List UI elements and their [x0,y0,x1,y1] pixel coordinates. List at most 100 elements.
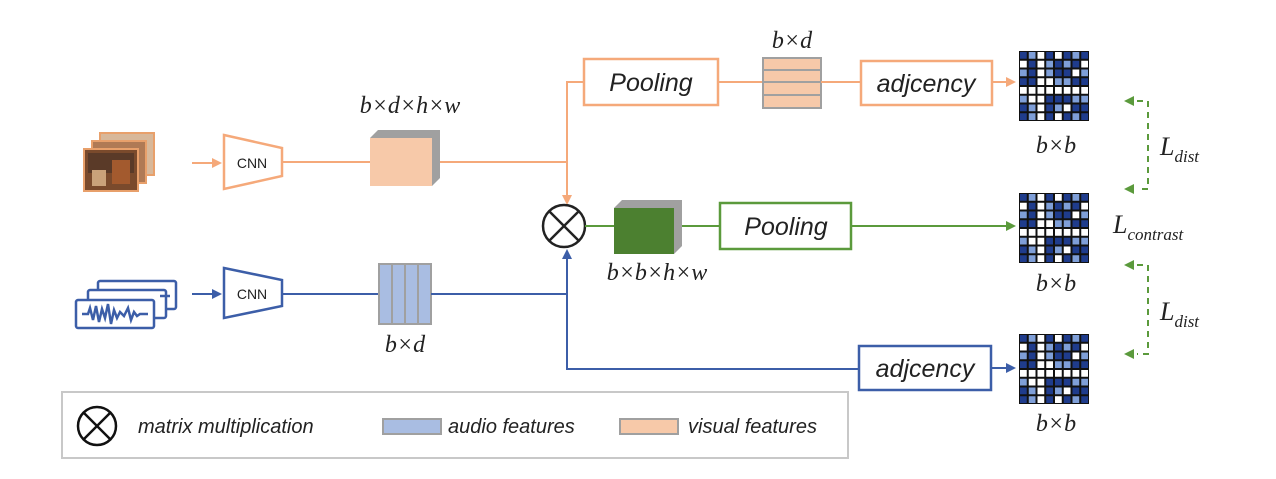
legend-visual-label: visual features [688,416,817,438]
matrix-cell [1055,113,1062,120]
matrix-cell [1020,229,1027,236]
matrix-cell [1055,370,1062,377]
matrix-cell [1028,370,1036,377]
matrix-cell [1063,246,1071,254]
matrix-cell [1063,95,1071,103]
matrix-cell [1063,378,1071,386]
matrix-cell [1081,52,1088,59]
matrix-cell [1028,352,1036,360]
visual-cnn-label: CNN [237,155,267,171]
matrix-cell [1072,343,1080,351]
matrix-cell [1063,335,1071,342]
visual-cnn-block [222,133,284,191]
matrix-cell [1020,370,1027,377]
matrix-cell [1072,220,1080,227]
matrix-cell [1037,361,1045,368]
matrix-cell [1028,95,1036,103]
matrix-cell [1081,104,1088,112]
fused-pooling-box [718,201,853,251]
dist-loss-bottom-arrow [1137,264,1149,355]
visual-matrix-dim-label: b×b [1036,133,1076,159]
matrix-cell [1028,69,1036,77]
matrix-cell [1063,255,1071,262]
matrix-cell [1037,95,1045,103]
matrix-cell [1037,229,1045,236]
audio-cnn-block [222,266,284,320]
matrix-cell [1028,396,1036,403]
matrix-cell [1037,396,1045,403]
matrix-cell [1028,220,1036,227]
matrix-cell [1046,95,1053,103]
matrix-cell [1063,370,1071,377]
matrix-cell [1072,202,1080,210]
matrix-cell [1028,104,1036,112]
matrix-cell [1055,246,1062,254]
matrix-cell [1081,335,1088,342]
matrix-cell [1081,361,1088,368]
matrix-cell [1063,202,1071,210]
matrix-cell [1046,352,1053,360]
contrast-loss-label: Lcontrast [1112,210,1184,244]
matrix-cell [1072,229,1080,236]
dist-loss-bottom-sub: dist [1174,312,1200,331]
matrix-cell [1055,78,1062,85]
fused-pooling-label: Pooling [744,213,827,241]
matrix-cell [1072,352,1080,360]
visual-feature-dim-label: b×d×h×w [360,93,461,119]
matrix-cell [1055,211,1062,219]
matrix-cell [1072,104,1080,112]
audio-matrix-dim-label: b×b [1036,411,1076,437]
matrix-cell [1028,87,1036,94]
matrix-cell [1055,194,1062,201]
matrix-cell [1020,378,1027,386]
matrix-cell [1055,69,1062,77]
matrix-cell [1063,211,1071,219]
matrix-cell [1081,95,1088,103]
audio-line-down-to-adjacency [566,294,859,370]
matrix-cell [1072,246,1080,254]
matrix-cell [1020,387,1027,395]
matrix-cell [1020,194,1027,201]
matrix-cell [1072,87,1080,94]
matrix-cell [1037,255,1045,262]
matrix-cell [1028,202,1036,210]
matrix-cell [1046,246,1053,254]
matrix-cell [1046,104,1053,112]
matrix-cell [1046,229,1053,236]
matrix-cell [1081,229,1088,236]
matrix-cell [1037,52,1045,59]
matrix-cell [1037,104,1045,112]
matrix-cell [1055,220,1062,227]
fused-feature-cube [614,200,682,254]
matrix-cell [1055,87,1062,94]
dist-loss-bottom-arrowhead-up [1124,260,1134,270]
matrix-cell [1072,113,1080,120]
matrix-cell [1063,113,1071,120]
fused-feature-dim-label: b×b×h×w [607,260,708,286]
matrix-cell [1037,220,1045,227]
matrix-cell [1046,52,1053,59]
video-frames-icon [83,132,155,192]
dist-loss-bottom-main: L [1159,297,1174,326]
audio-feature-stack [378,263,432,325]
matrix-cell [1081,211,1088,219]
legend-matmul-icon [76,405,118,447]
matrix-cell [1020,343,1027,351]
matrix-cell [1020,60,1027,68]
matrix-cell [1037,352,1045,360]
audio-adjacency-box [857,344,993,392]
matrix-cell [1055,229,1062,236]
matrix-cell [1037,370,1045,377]
matrix-cell [1028,343,1036,351]
matrix-cell [1020,113,1027,120]
matrix-cell [1072,237,1080,245]
matrix-cell [1072,361,1080,368]
matrix-cell [1037,237,1045,245]
fused-matrix [1019,193,1089,263]
matrix-cell [1072,78,1080,85]
matrix-cell [1063,87,1071,94]
matrix-cell [1046,370,1053,377]
matrix-cell [1081,352,1088,360]
matrix-cell [1020,52,1027,59]
dist-loss-top-arrowhead-down [1124,184,1134,194]
